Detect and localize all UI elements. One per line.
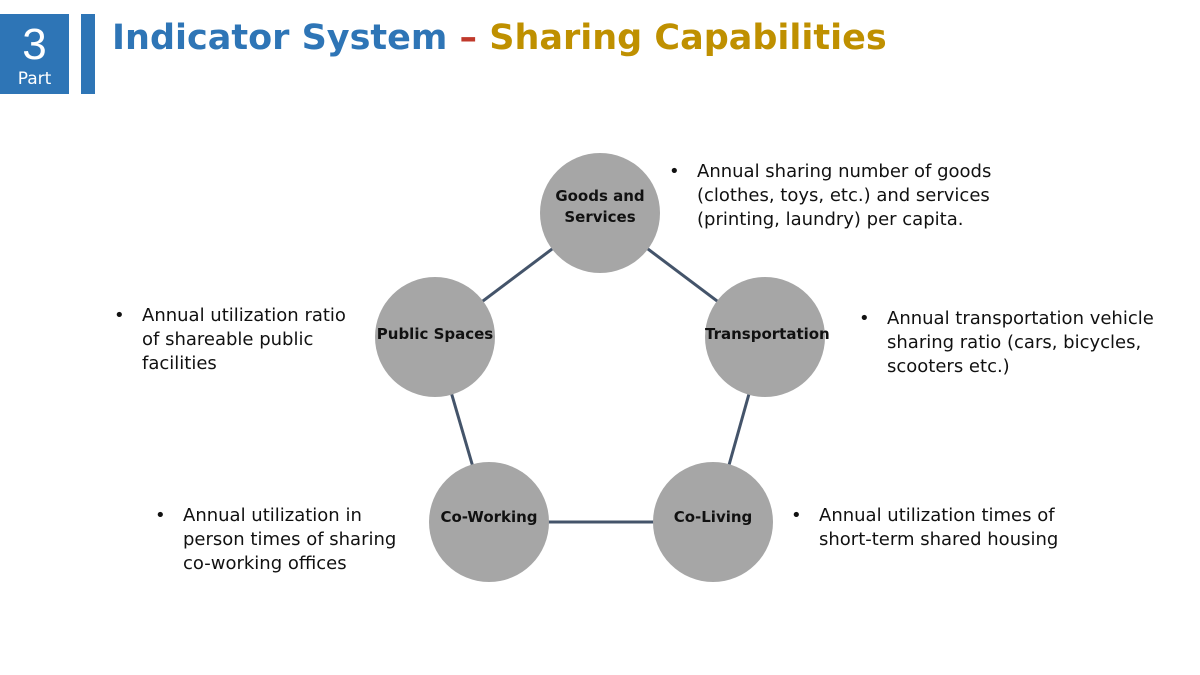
description-coliving: Annual utilization times of short-term s… — [791, 504, 1111, 552]
node-goods — [540, 153, 660, 273]
nodes — [375, 153, 825, 582]
description-goods-text: Annual sharing number of goods (clothes,… — [669, 160, 1029, 232]
description-goods: Annual sharing number of goods (clothes,… — [669, 160, 1029, 232]
title-separator: – — [447, 18, 490, 58]
description-transport-text: Annual transportation vehicle sharing ra… — [859, 307, 1159, 379]
node-label-public: Public Spaces — [376, 325, 494, 343]
description-public-text: Annual utilization ratio of shareable pu… — [114, 304, 364, 376]
description-public: Annual utilization ratio of shareable pu… — [114, 304, 364, 376]
node-coworking — [429, 462, 549, 582]
description-coworking: Annual utilization in person times of sh… — [155, 504, 425, 576]
node-label-coliving: Co-Living — [673, 508, 753, 526]
node-label-goods-line1: Goods and — [555, 187, 645, 205]
node-transport — [705, 277, 825, 397]
title-main: Indicator System — [112, 18, 448, 58]
node-public — [375, 277, 495, 397]
node-label-coworking: Co-Working — [440, 508, 538, 526]
title-sub: Sharing Capabilities — [489, 18, 887, 58]
part-label: Part — [17, 69, 52, 89]
node-coliving — [653, 462, 773, 582]
part-badge: 3 Part — [0, 14, 69, 94]
node-label-goods-line2: Services — [564, 208, 636, 226]
title-accent-bar — [81, 14, 95, 94]
node-label-goods: Goods and Services — [540, 186, 660, 228]
description-transport: Annual transportation vehicle sharing ra… — [859, 307, 1159, 379]
description-coworking-text: Annual utilization in person times of sh… — [155, 504, 425, 576]
description-coliving-text: Annual utilization times of short-term s… — [791, 504, 1111, 552]
part-number: 3 — [22, 20, 47, 69]
page-title: Indicator System – Sharing Capabilities — [112, 14, 887, 62]
node-label-transport: Transportation — [705, 325, 830, 343]
